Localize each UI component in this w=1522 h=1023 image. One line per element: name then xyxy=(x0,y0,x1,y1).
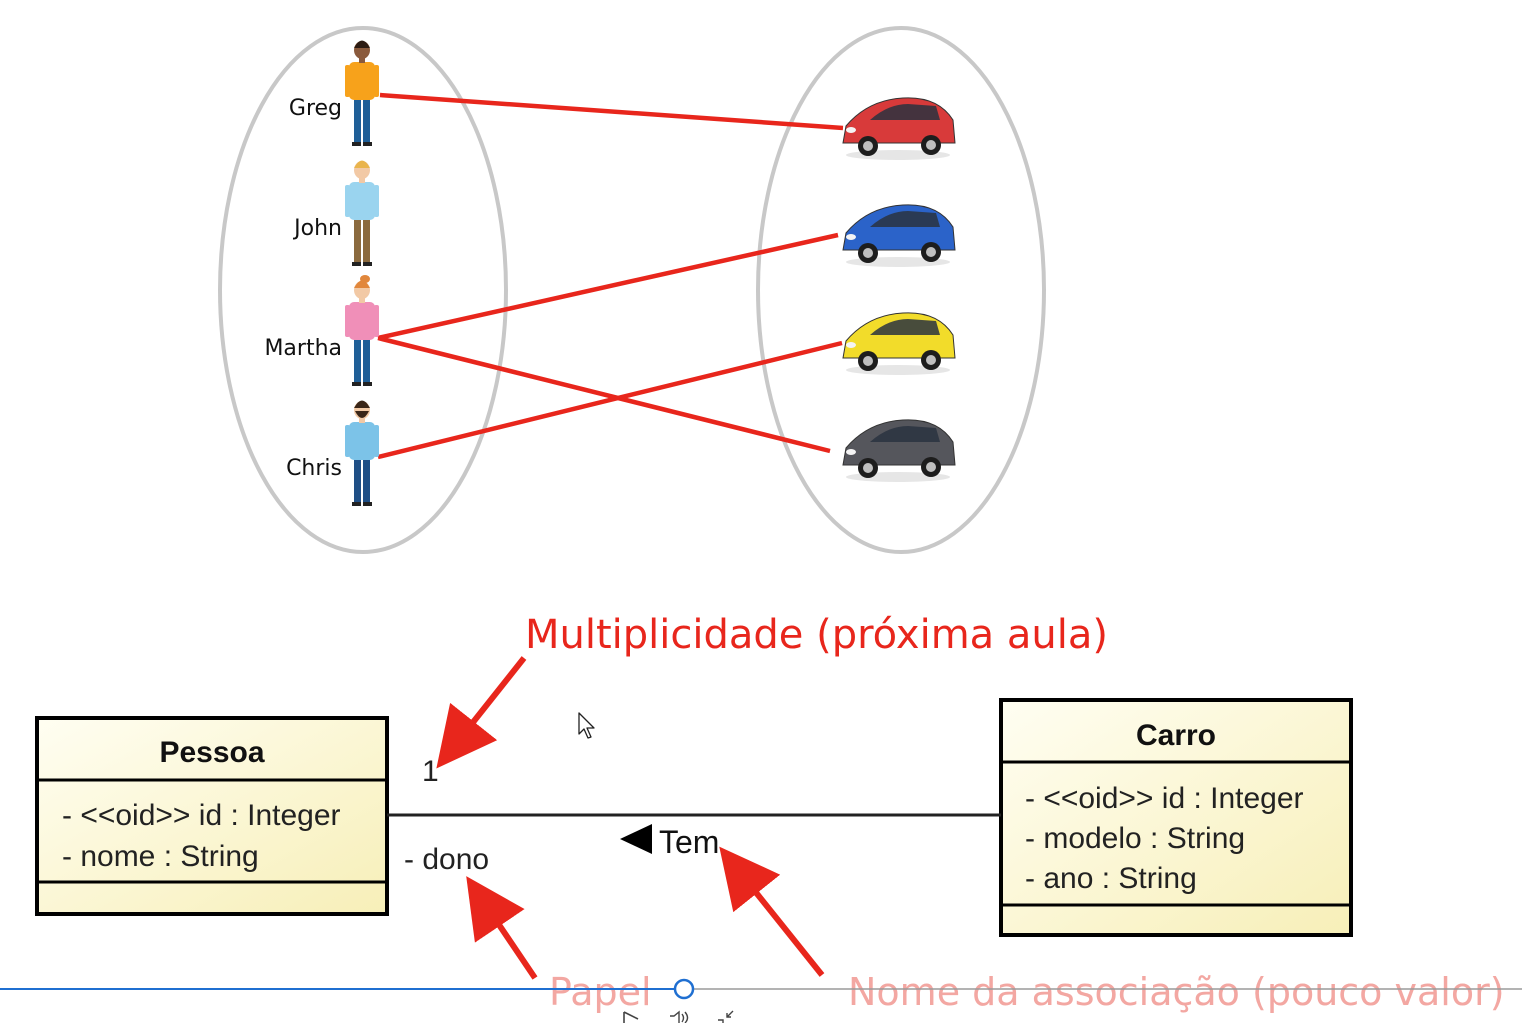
pessoa-attr-nome: - nome : String xyxy=(62,840,259,873)
exit-fullscreen-icon[interactable] xyxy=(718,1010,734,1023)
role-label: - dono xyxy=(404,843,489,876)
cars-group xyxy=(842,97,956,482)
person-name-john: John xyxy=(292,216,342,241)
person-martha: Martha xyxy=(264,275,379,386)
association-links xyxy=(377,92,844,460)
blue-van-image xyxy=(842,204,956,267)
class-name-pessoa: Pessoa xyxy=(159,736,264,769)
link-martha-to-blue-van xyxy=(377,232,839,341)
red-car-image xyxy=(842,97,956,160)
association-name-arrow xyxy=(719,846,825,977)
mouse-cursor-icon xyxy=(578,712,595,739)
carro-attr-modelo: - modelo : String xyxy=(1025,822,1245,855)
carro-attr-id: - <<oid>> id : Integer xyxy=(1025,782,1304,815)
multiplicity-annotation: Multiplicidade (próxima aula) xyxy=(525,612,1108,658)
carro-attr-ano: - ano : String xyxy=(1025,862,1197,895)
uml-class-pessoa: Pessoa - <<oid>> id : Integer - nome : S… xyxy=(35,716,389,916)
role-annotation: Papel xyxy=(549,970,652,1014)
person-name-greg: Greg xyxy=(289,96,342,121)
multiplicity-arrow xyxy=(436,656,527,769)
progress-scrubber[interactable] xyxy=(673,978,695,1000)
volume-icon[interactable] xyxy=(670,1010,689,1023)
association-direction-icon xyxy=(620,824,652,854)
pessoa-attr-id: - <<oid>> id : Integer xyxy=(62,799,341,832)
link-chris-to-yellow-car xyxy=(377,340,843,460)
link-greg-to-red-car xyxy=(379,92,844,131)
cars-set-ellipse xyxy=(756,26,1046,554)
person-chris: Chris xyxy=(286,400,379,506)
person-greg: Greg xyxy=(289,40,379,146)
dark-sports-car-image xyxy=(842,419,956,482)
people-set-ellipse xyxy=(218,26,508,554)
class-name-carro: Carro xyxy=(1136,719,1216,752)
yellow-car-image xyxy=(842,312,956,375)
person-name-chris: Chris xyxy=(286,456,342,481)
role-arrow xyxy=(466,876,538,980)
association-name-annotation: Nome da associação (pouco valor) xyxy=(848,970,1505,1014)
association-name: Tem xyxy=(659,824,719,860)
multiplicity-value: 1 xyxy=(422,755,439,788)
play-icon[interactable] xyxy=(623,1011,639,1023)
person-john: John xyxy=(292,160,379,266)
person-name-martha: Martha xyxy=(264,336,342,361)
link-martha-to-dark-sports-car xyxy=(377,335,831,454)
uml-class-carro: Carro - <<oid>> id : Integer - modelo : … xyxy=(999,698,1353,937)
